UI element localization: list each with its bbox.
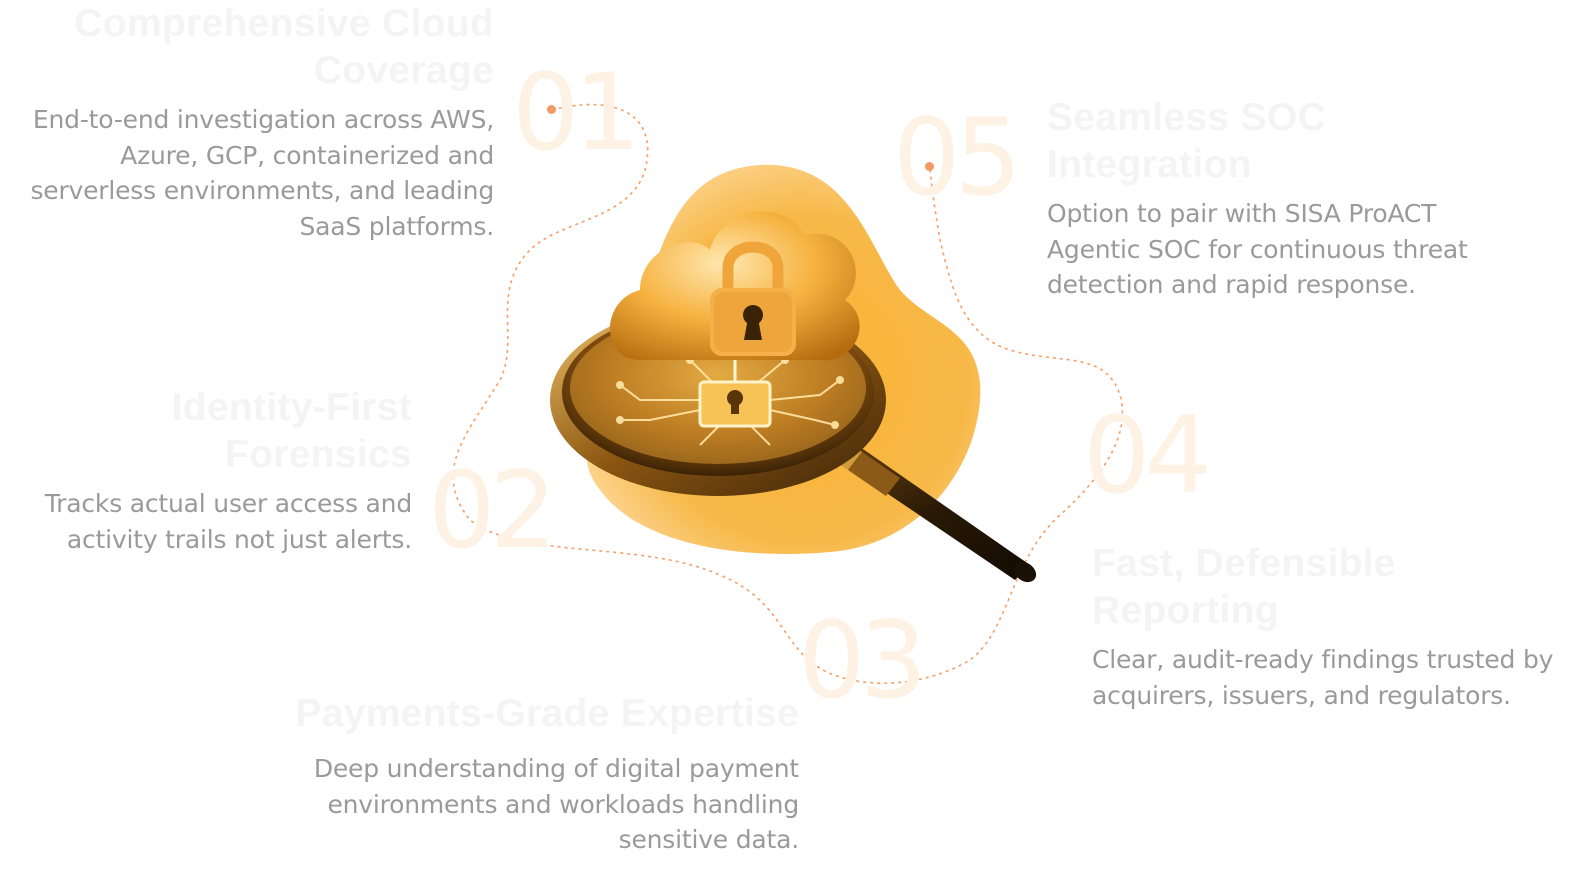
path-dot-end — [925, 162, 934, 171]
padlock-icon — [710, 241, 796, 356]
feature-title: Fast, Defensible Reporting — [1092, 542, 1396, 632]
cloud-icon — [610, 211, 860, 361]
feature-title: Identity-First Forensics — [171, 386, 412, 476]
feature-description: Clear, audit-ready findings trusted by a… — [1092, 645, 1554, 710]
feature-title: Comprehensive Cloud Coverage — [74, 2, 494, 92]
feature-number-01: 01 — [512, 51, 641, 174]
feature-card-04: Fast, Defensible Reporting Clear, audit-… — [1092, 540, 1582, 713]
feature-number-03: 03 — [798, 599, 927, 722]
feature-card-03: Payments-Grade Expertise Deep understand… — [230, 690, 799, 858]
feature-card-02: Identity-First Forensics Tracks actual u… — [20, 384, 412, 557]
feature-description: Tracks actual user access and activity t… — [44, 489, 412, 554]
feature-number-04: 04 — [1083, 394, 1212, 517]
feature-description: Option to pair with SISA ProACT Agentic … — [1047, 199, 1468, 299]
feature-description: Deep understanding of digital payment en… — [313, 754, 799, 854]
feature-number-05: 05 — [893, 96, 1022, 219]
feature-description: End-to-end investigation across AWS, Azu… — [30, 105, 494, 241]
feature-title: Payments-Grade Expertise — [295, 692, 799, 735]
feature-card-05: Seamless SOC Integration Option to pair … — [1047, 94, 1517, 303]
feature-card-01: Comprehensive Cloud Coverage End-to-end … — [0, 0, 494, 244]
feature-number-02: 02 — [428, 449, 557, 572]
feature-title: Seamless SOC Integration — [1047, 96, 1326, 186]
path-dot-start — [547, 105, 556, 114]
